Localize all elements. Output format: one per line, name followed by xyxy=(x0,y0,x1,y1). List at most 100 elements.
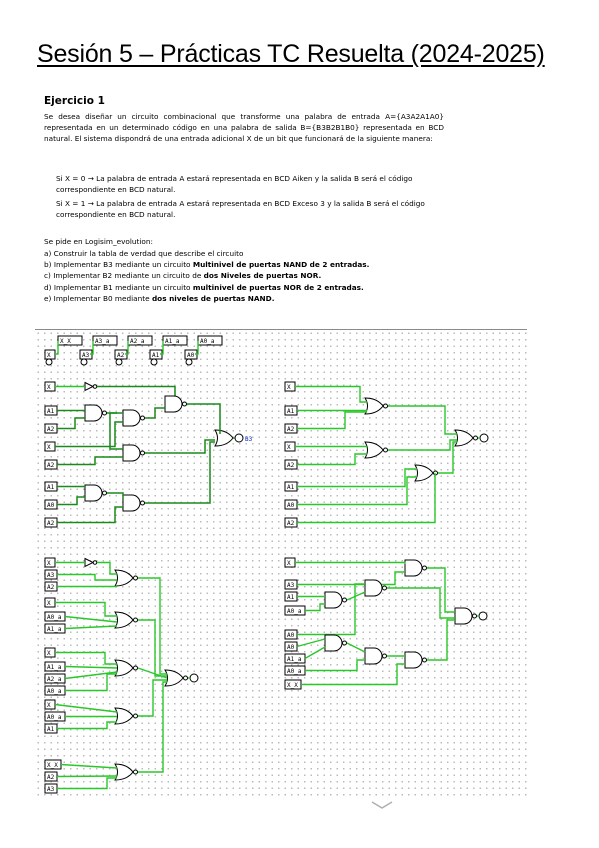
input-pin-b0[interactable]: X xyxy=(284,557,296,568)
output-pin[interactable]: B3 xyxy=(234,433,253,443)
input-pin-b0[interactable]: A3 xyxy=(284,579,298,590)
input-pin-b3[interactable]: A1 xyxy=(44,405,58,416)
input-pin-b2[interactable]: A1 xyxy=(284,481,298,492)
not-gate[interactable] xyxy=(84,557,98,568)
nor-gate[interactable] xyxy=(454,429,478,447)
nand-gate[interactable] xyxy=(122,409,145,427)
input-pin-b1[interactable]: A1_a xyxy=(44,623,66,634)
nor-gate[interactable] xyxy=(164,669,188,687)
nand-gate[interactable] xyxy=(214,429,234,447)
nand-gate[interactable] xyxy=(84,484,107,502)
output-pin[interactable] xyxy=(479,433,489,443)
input-pin-top[interactable]: X xyxy=(44,349,56,360)
input-pin-b1[interactable]: A3 xyxy=(44,569,58,580)
nand-gate[interactable] xyxy=(454,607,477,625)
tunnel: A0_a xyxy=(197,335,223,346)
nand-gate[interactable] xyxy=(122,494,145,512)
nor-gate[interactable] xyxy=(114,659,138,677)
tunnel: A2_a xyxy=(127,335,153,346)
svg-text:A1_a: A1_a xyxy=(287,656,302,663)
svg-text:A0_a: A0_a xyxy=(47,614,62,621)
nand-gate[interactable] xyxy=(364,647,387,665)
nor-gate[interactable] xyxy=(364,397,388,415)
nand-gate[interactable] xyxy=(164,395,187,413)
chevron-down-icon[interactable] xyxy=(370,800,394,810)
input-pin-b1[interactable]: A1 xyxy=(44,723,58,734)
input-pin-b0[interactable]: A0_a xyxy=(284,605,306,616)
input-pin-b3[interactable]: A2 xyxy=(44,517,58,528)
nand-gate[interactable] xyxy=(364,579,387,597)
wire xyxy=(57,721,117,730)
input-pin-b3[interactable]: X xyxy=(44,381,56,392)
input-pin-b3[interactable]: X xyxy=(44,441,56,452)
input-pin-b2[interactable]: A0 xyxy=(284,499,298,510)
wire xyxy=(438,441,457,474)
input-pin-b1[interactable]: A1_a xyxy=(44,661,66,672)
input-pin-b1[interactable]: X xyxy=(44,699,56,710)
nor-gate[interactable] xyxy=(414,464,438,482)
wire xyxy=(60,763,118,769)
input-pin-b2[interactable]: A2 xyxy=(284,517,298,528)
input-pin-b1[interactable]: X xyxy=(44,597,56,608)
input-pin-b1[interactable]: X xyxy=(44,647,56,658)
input-pin-b0[interactable]: A0_a xyxy=(284,665,306,676)
input-pin-b3[interactable]: A2 xyxy=(44,459,58,470)
svg-text:A0_a: A0_a xyxy=(200,338,215,345)
input-pin-b0[interactable]: A1 xyxy=(284,591,298,602)
nand-gate[interactable] xyxy=(324,591,347,609)
input-pin-b0[interactable]: A1_a xyxy=(284,653,306,664)
svg-text:A1_a: A1_a xyxy=(165,338,180,345)
input-pin-b3[interactable]: A0 xyxy=(44,499,58,510)
wire xyxy=(195,341,199,355)
svg-text:A2: A2 xyxy=(47,520,55,527)
output-pin[interactable] xyxy=(478,611,488,621)
tunnel: A1_a xyxy=(162,335,188,346)
input-pin-b1[interactable]: X xyxy=(44,557,56,568)
nor-gate[interactable] xyxy=(364,441,388,459)
not-gate[interactable] xyxy=(84,381,98,392)
input-pin-b1[interactable]: A2 xyxy=(44,771,58,782)
svg-text:A2_a: A2_a xyxy=(47,676,62,683)
input-pin-b2[interactable]: X xyxy=(284,381,296,392)
wire xyxy=(187,403,221,434)
nand-gate[interactable] xyxy=(122,444,145,462)
output-pin[interactable] xyxy=(189,673,199,683)
input-pin-b1[interactable]: A0_a xyxy=(44,611,66,622)
svg-text:A0: A0 xyxy=(287,502,295,509)
wire xyxy=(64,671,118,680)
input-pin-b1[interactable]: A0_a xyxy=(44,685,66,696)
input-pin-b2[interactable]: X xyxy=(284,441,296,452)
nor-gate[interactable] xyxy=(114,611,138,629)
svg-text:A3_a: A3_a xyxy=(95,338,110,345)
nand-gate[interactable] xyxy=(404,651,427,669)
input-pin-b3[interactable]: A1 xyxy=(44,481,58,492)
input-pin-b1[interactable]: A2_a xyxy=(44,673,66,684)
input-pin-b1[interactable]: A2 xyxy=(44,581,58,592)
input-pin-b2[interactable]: A2 xyxy=(284,423,298,434)
svg-text:X: X xyxy=(47,650,51,657)
wire xyxy=(295,561,406,564)
input-pin-b3[interactable]: A2 xyxy=(44,423,58,434)
input-pin-b1[interactable]: A0_a xyxy=(44,711,66,722)
nand-gate[interactable] xyxy=(324,634,347,652)
input-pin-b1[interactable]: A3 xyxy=(44,783,58,794)
input-pin-b1[interactable]: X_X xyxy=(44,759,62,770)
input-pin-b0[interactable]: X_X xyxy=(284,679,302,690)
wire xyxy=(55,421,123,448)
svg-text:X: X xyxy=(47,702,51,709)
svg-text:A0_a: A0_a xyxy=(47,688,62,695)
input-pin-b2[interactable]: A1 xyxy=(284,405,298,416)
svg-text:X: X xyxy=(47,444,51,451)
nor-gate[interactable] xyxy=(114,569,138,587)
svg-text:A0: A0 xyxy=(287,632,295,639)
nor-gate[interactable] xyxy=(114,763,138,781)
input-pin-b2[interactable]: A2 xyxy=(284,459,298,470)
nand-gate[interactable] xyxy=(404,559,427,577)
wire xyxy=(57,777,117,790)
input-pin-b0[interactable]: A0 xyxy=(284,641,298,652)
nand-gate[interactable] xyxy=(84,404,107,422)
nor-gate[interactable] xyxy=(114,707,138,725)
input-pin-b0[interactable]: A0 xyxy=(284,629,298,640)
svg-text:X: X xyxy=(47,384,51,391)
